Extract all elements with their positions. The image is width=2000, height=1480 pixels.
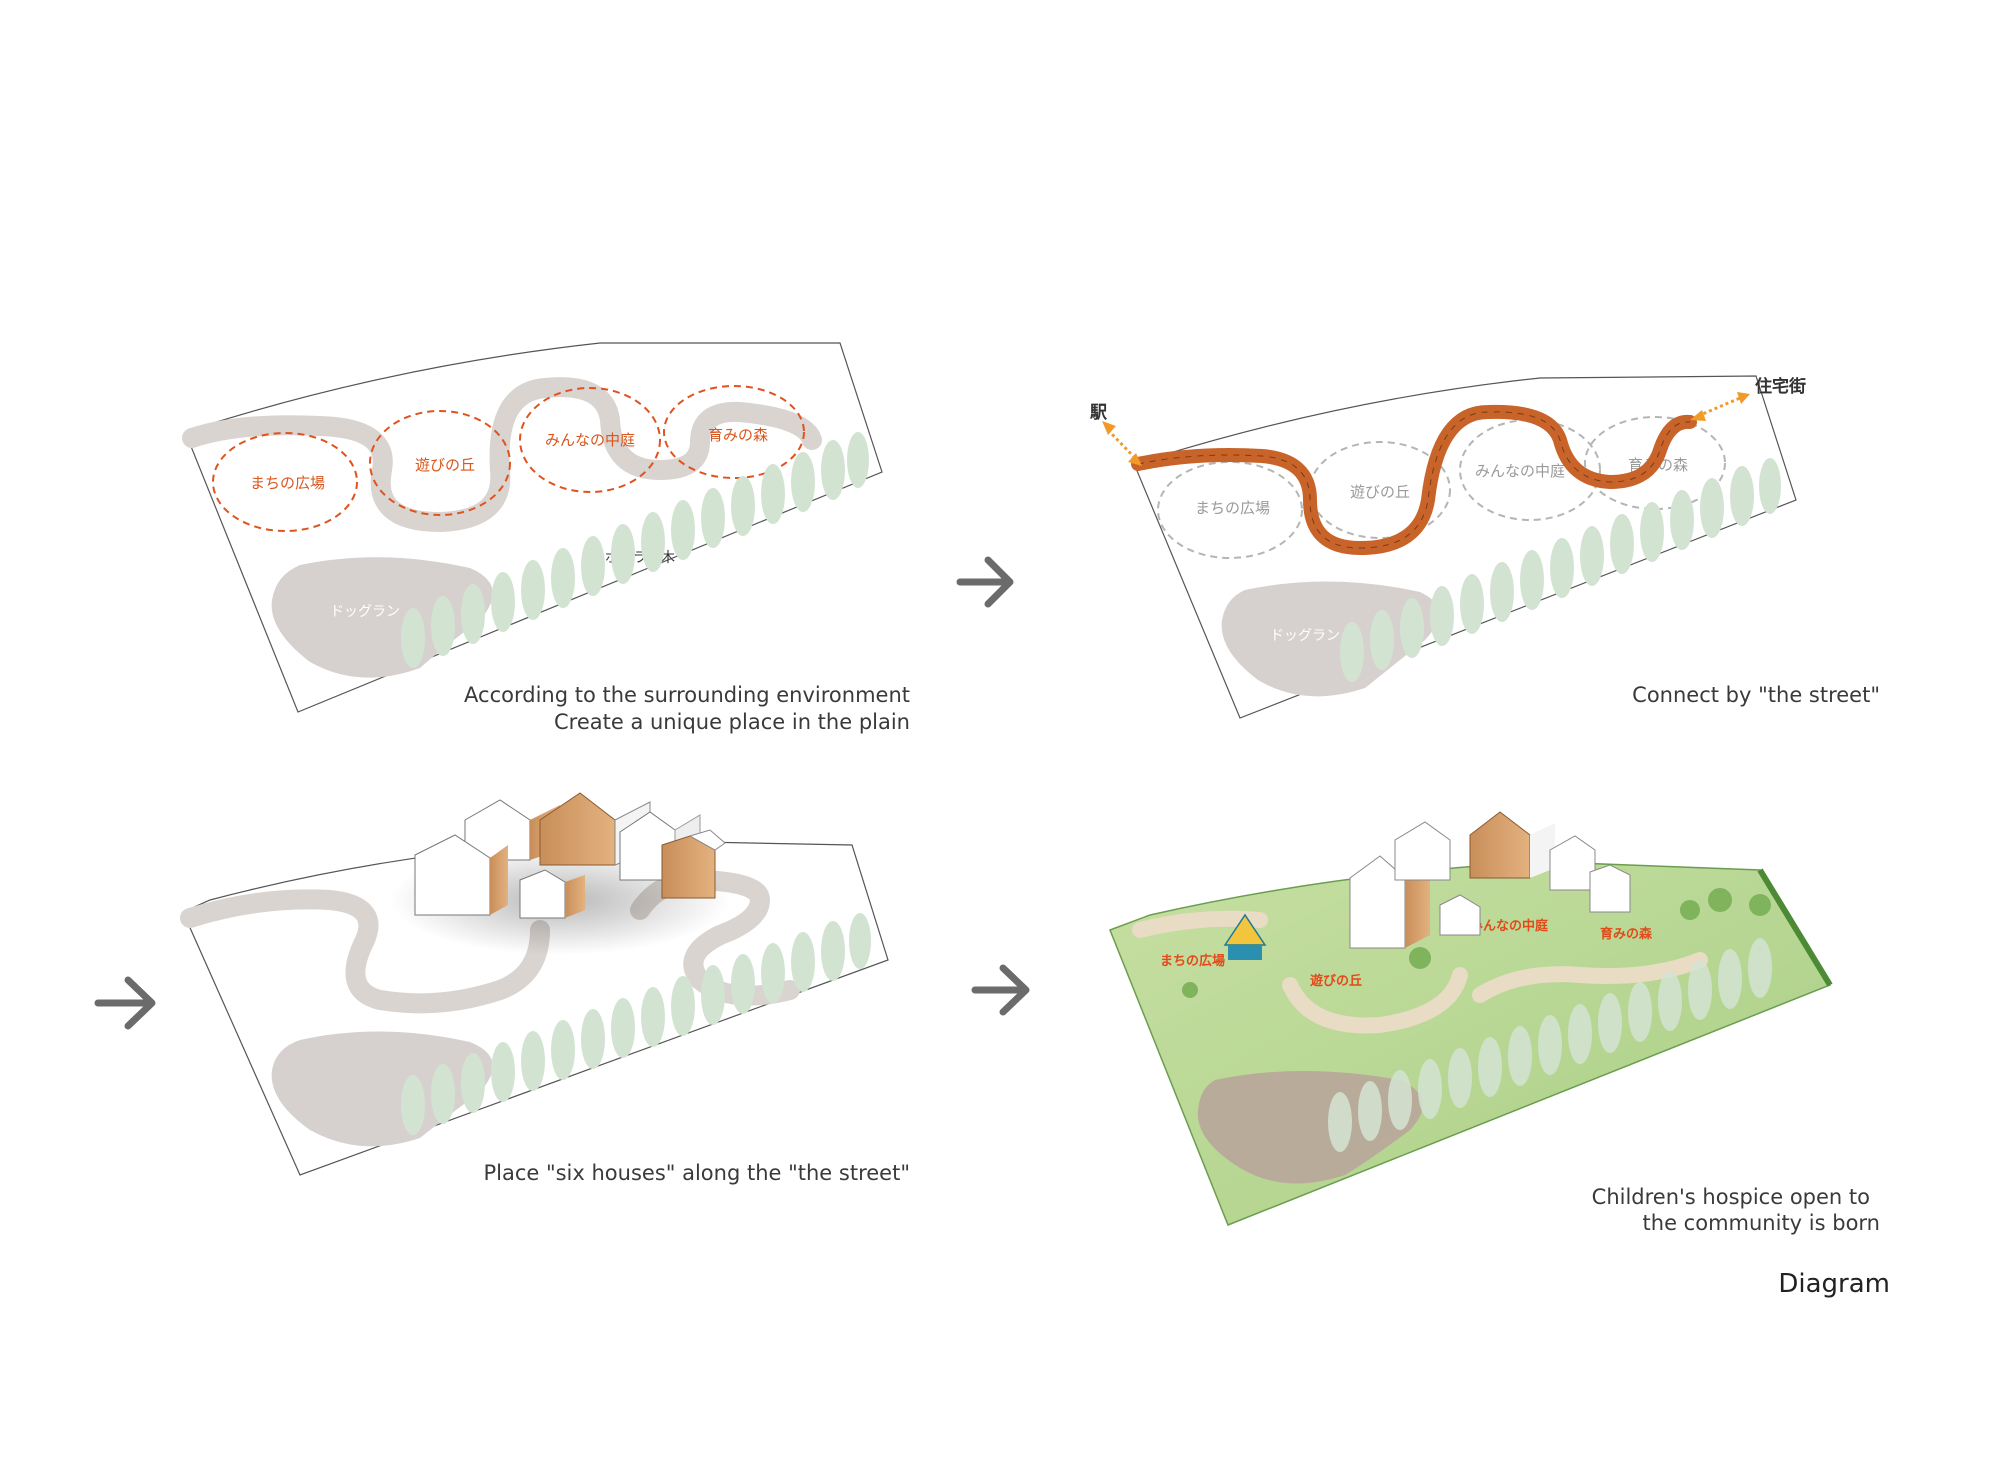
residential-arrowhead-icon [1690, 410, 1706, 421]
zone-label-3: みんなの中庭 [545, 431, 635, 449]
poplar-trees [1328, 938, 1772, 1152]
house-5 [519, 869, 585, 919]
house-4 [414, 834, 508, 916]
zone-label-2: 遊びの丘 [415, 456, 475, 474]
station-arrowhead-icon [1102, 421, 1116, 435]
residential-arrowhead-icon-2 [1737, 392, 1750, 404]
zone-ellipse-3 [519, 387, 661, 493]
caption-3-line-1: Place "six houses" along the "the street… [483, 1161, 910, 1185]
caption-4-line-1: Children's hospice open to [1592, 1185, 1870, 1209]
caption-1-line-1: According to the surrounding environment [464, 683, 910, 707]
zone-ellipse-2 [369, 410, 511, 516]
zone-ellipse-4 [663, 385, 805, 479]
zone-label-1: まちの広場 [250, 474, 325, 492]
zone-ellipse-4 [1584, 416, 1726, 510]
arrow-right-icon [971, 964, 1030, 1016]
zone-ellipse-3 [1459, 419, 1601, 521]
poplar-trees [1340, 458, 1781, 682]
zone-label-1: まちの広場 [1160, 953, 1225, 969]
scattered-trees [1182, 888, 1771, 998]
site-outline [1134, 375, 1797, 719]
residential-arrow-icon [1697, 396, 1741, 418]
arrow-right-icon [94, 976, 156, 1030]
station-arrowhead-icon-2 [1128, 453, 1142, 466]
zone-label-3: みんなの中庭 [1475, 462, 1565, 480]
zone-ellipse-1 [212, 432, 358, 532]
poplar-trees [401, 913, 871, 1135]
caption-2-line-1: Connect by "the street" [1632, 683, 1880, 707]
zone-label-4: 育みの森 [1600, 926, 1653, 942]
caption-4-line-2: the community is born [1643, 1211, 1880, 1235]
panel-4-hospice: まちの広場 遊びの丘 みんなの中庭 育みの森 [1109, 811, 1880, 1235]
panel-1-environment: ドッグラン まちの広場 遊びの丘 みんなの中庭 育みの森 ポプラ並木 [182, 342, 910, 734]
arrow-right-icon [956, 556, 1014, 608]
house-6 [661, 829, 726, 899]
site-hedge [1757, 868, 1833, 987]
caption-1-line-2: Create a unique place in the plain [554, 710, 910, 734]
panel-2-street: ドッグラン まちの広場 遊びの丘 みんなの中庭 育みの森 駅 住宅街 [1089, 375, 1880, 719]
panel-3-six-houses: Place "six houses" along the "the street… [180, 792, 910, 1185]
zone-ellipse-1 [1157, 461, 1303, 559]
hospice-houses [1349, 811, 1631, 949]
dog-run-label: ドッグラン [330, 604, 400, 620]
zone-label-4: 育みの森 [708, 426, 768, 444]
zone-label-2: 遊びの丘 [1350, 483, 1410, 501]
dog-run-label: ドッグラン [1270, 628, 1340, 644]
residential-label: 住宅街 [1755, 376, 1806, 397]
circus-tent [1223, 913, 1267, 960]
gray-path [182, 377, 822, 533]
page-title: Diagram [1778, 1269, 1890, 1299]
zone-label-1: まちの広場 [1195, 499, 1270, 517]
station-arrow-icon [1106, 428, 1137, 460]
street-centerline [1137, 411, 1691, 549]
zone-label-2: 遊びの丘 [1310, 973, 1362, 989]
zone-label-3: みんなの中庭 [1470, 918, 1549, 934]
station-label: 駅 [1089, 403, 1108, 423]
poplar-trees [401, 432, 869, 668]
